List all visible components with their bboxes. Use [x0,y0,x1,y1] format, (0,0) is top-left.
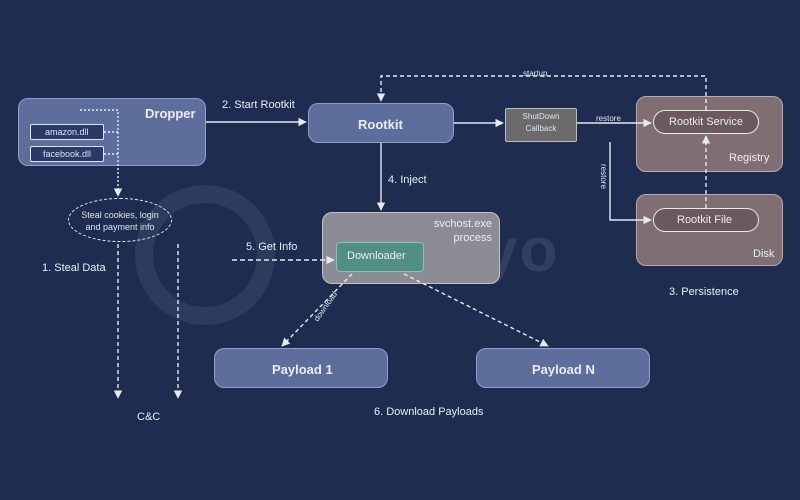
downloader-label: Downloader [347,250,406,262]
payload-1-label: Payload 1 [272,362,333,377]
startup-label: startup [523,69,548,78]
facebook-dll-box [30,146,104,162]
svchost-label: svchost.exe process [433,218,492,244]
steal-info-ellipse [68,198,172,242]
steal-data-label: 1. Steal Data [42,262,106,274]
rootkit-service-box [653,110,759,134]
get-info-label: 5. Get Info [246,241,298,253]
arrow-download-payload-1 [281,273,353,347]
cnc-label: C&C [137,411,161,423]
rootkit-file-label: Rootkit File [677,214,733,226]
arrow-restore-file [609,142,652,225]
inject-label: 4. Inject [388,174,427,186]
rootkit-file-box [653,208,759,232]
rootkit-service-label: Rootkit Service [669,116,743,128]
download-payloads-label: 6. Download Payloads [374,406,484,418]
registry-node [636,96,783,172]
facebook-dll-label: facebook.dll [43,149,92,159]
payload-n-label: Payload N [532,362,595,377]
dropper-label: Dropper [145,106,196,121]
arrow-startup-loop [376,75,707,110]
persistence-label: 3. Persistence [669,286,739,298]
rootkit-node [308,103,454,143]
arrow-dropper-internal [80,109,123,197]
rootkit-label: Rootkit [358,117,403,132]
payload-1-node [214,348,388,388]
disk-label: Disk [753,248,775,260]
registry-label: Registry [729,152,770,164]
shutdown-callback-node [505,108,577,142]
restore-label-horizontal: restore [596,114,621,123]
steal-info-label: Steal cookies, login and payment info [81,210,159,232]
arrow-download-payload-n [403,273,549,347]
shutdown-callback-label: ShutDown Callback [522,112,560,133]
payload-n-node [476,348,650,388]
downloader-node [336,242,424,272]
amazon-dll-label: amazon.dll [45,127,89,137]
start-rootkit-label: 2. Start Rootkit [222,99,295,111]
amazon-dll-box [30,124,104,140]
